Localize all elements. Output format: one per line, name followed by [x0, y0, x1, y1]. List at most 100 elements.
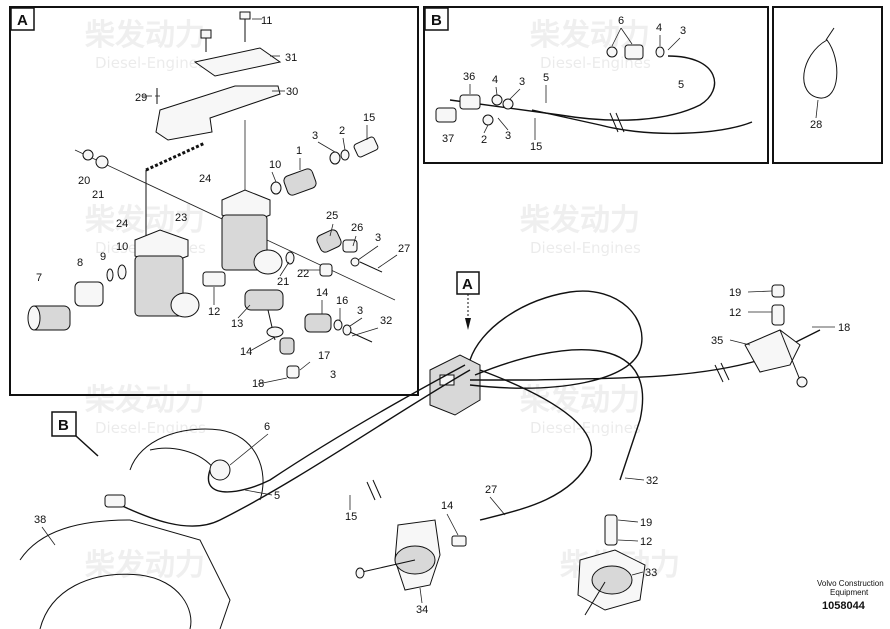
label-1: 1 [296, 145, 302, 157]
label-25: 25 [326, 210, 338, 222]
hose-27-stub [359, 261, 383, 273]
panel-c-frame [772, 6, 883, 164]
label-22: 22 [297, 268, 309, 280]
fitting-36 [459, 94, 481, 110]
label-5-main: 5 [274, 490, 280, 502]
sensor-14-low [266, 326, 300, 379]
leader-lines-main [41, 290, 835, 604]
label-13: 13 [231, 318, 243, 330]
label-8: 8 [77, 257, 83, 269]
callout-b-box [51, 411, 77, 437]
panel-b-label: B [431, 12, 442, 29]
label-6-main: 6 [264, 421, 270, 433]
panel-a-label: A [17, 12, 28, 29]
label-4-b-top: 4 [656, 22, 662, 34]
label-6-b: 6 [618, 15, 624, 27]
label-23: 23 [175, 212, 187, 224]
callout-a-label: A [462, 276, 473, 293]
panel-b-tag-box [424, 7, 449, 31]
leader-lines-b [469, 27, 681, 140]
washer-21-mid [285, 251, 295, 265]
sensor-1 [270, 168, 317, 196]
bolt-11 [239, 11, 262, 42]
label-24-top: 24 [199, 173, 211, 185]
label-3-b-low: 3 [505, 130, 511, 142]
label-18-main: 18 [838, 322, 850, 334]
washer-21 [95, 155, 109, 169]
watermark-subtext: Diesel-Engines [95, 419, 206, 437]
hose-27 [479, 369, 593, 521]
sensor-14 [304, 313, 352, 336]
nut-4-b-mid [491, 94, 503, 106]
label-19-low: 19 [640, 517, 652, 529]
label-34: 34 [416, 604, 428, 616]
label-9: 9 [100, 251, 106, 263]
label-38: 38 [34, 514, 46, 526]
label-5-b-top: 5 [678, 79, 684, 91]
hose-15-main [109, 369, 471, 527]
label-36: 36 [463, 71, 475, 83]
watermark-subtext: Diesel-Engines [540, 54, 651, 72]
hose-5-main [207, 364, 466, 493]
document-number: 1058044 [822, 600, 866, 612]
label-17: 17 [318, 350, 330, 362]
hose-32-stub [349, 331, 373, 343]
watermark-text: 柴发动力 [85, 18, 205, 53]
lever-34 [355, 519, 441, 591]
label-3-low: 3 [357, 305, 363, 317]
watermark-subtext: Diesel-Engines [95, 54, 206, 72]
nut-4-b [655, 46, 665, 58]
label-15-a: 15 [363, 112, 375, 124]
washer-6 [606, 46, 618, 58]
label-15-b: 15 [530, 141, 542, 153]
label-30: 30 [286, 86, 298, 98]
washer-10 [117, 264, 127, 280]
panel-b: B 6 4 3 5 36 4 3 5 37 2 3 15 [423, 6, 769, 164]
plate-31 [193, 47, 282, 77]
bolt-small-top [200, 29, 212, 52]
adapter-13 [244, 289, 284, 341]
hose-15-b [531, 109, 753, 135]
panel-b-frame [423, 6, 769, 164]
label-20: 20 [78, 175, 90, 187]
label-37: 37 [442, 133, 454, 145]
nut-2-b [482, 114, 494, 126]
label-29: 29 [135, 92, 147, 104]
label-3-top: 3 [312, 130, 318, 142]
label-3-b-top: 3 [680, 25, 686, 37]
watermark-subtext: Diesel-Engines [530, 419, 641, 437]
valve-block-lower [134, 229, 200, 318]
label-21-mid: 21 [277, 276, 289, 288]
label-19-top: 19 [729, 287, 741, 299]
fitting-37 [435, 107, 457, 123]
connector-7 [27, 305, 71, 331]
union-b-top [624, 44, 644, 60]
label-35: 35 [711, 335, 723, 347]
label-2-a: 2 [339, 125, 345, 137]
union-12 [202, 271, 226, 287]
label-26: 26 [351, 222, 363, 234]
hose-5-b [449, 55, 716, 121]
break-mark [609, 112, 619, 133]
washer-9 [106, 268, 114, 282]
hose-32 [474, 349, 644, 481]
main-view: A B [19, 271, 884, 629]
sensor-14-main [451, 535, 467, 547]
label-7: 7 [36, 272, 42, 284]
plug-22 [319, 263, 333, 277]
hose-loop [469, 290, 643, 389]
clamp-28 [803, 39, 838, 99]
machine-frame-38 [19, 428, 264, 629]
hose-18 [470, 329, 821, 381]
label-14-low: 14 [240, 346, 252, 358]
watermark-text: 柴发动力 [520, 383, 640, 418]
break-mark [615, 112, 625, 133]
watermark-text: 柴发动力 [85, 203, 205, 238]
washer-10-top [270, 181, 282, 195]
label-33: 33 [645, 567, 657, 579]
label-10-top: 10 [269, 159, 281, 171]
label-12-top: 12 [729, 307, 741, 319]
label-27-a: 27 [398, 243, 410, 255]
label-12-a: 12 [208, 306, 220, 318]
